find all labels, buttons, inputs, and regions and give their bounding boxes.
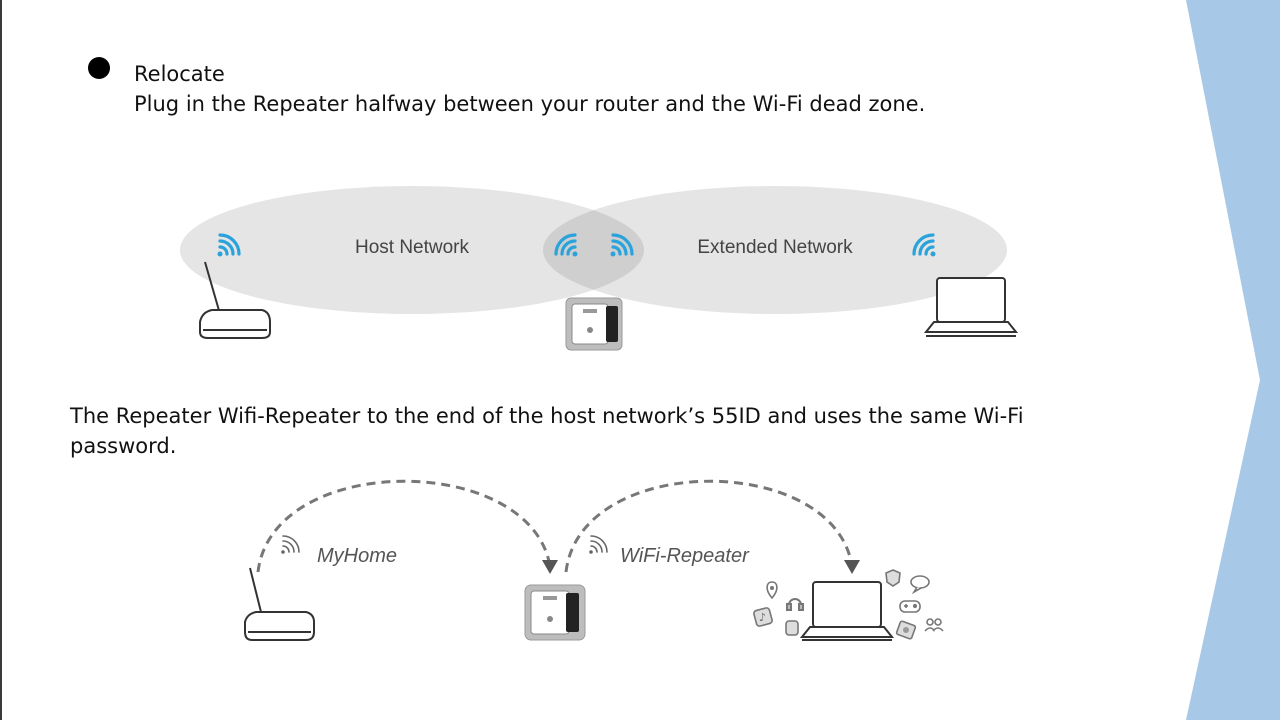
repeater-icon: [524, 584, 586, 641]
caption-line-2: password.: [70, 434, 177, 458]
arrow-head-icon: [844, 560, 860, 574]
chat-icon: [910, 575, 930, 595]
caption-line-1: The Repeater Wifi-Repeater to the end of…: [70, 404, 1024, 428]
bullet-instruction: Plug in the Repeater halfway between you…: [134, 92, 926, 116]
host-network-zone: [180, 186, 644, 314]
laptop-icon: [923, 277, 1019, 337]
people-icon: [924, 618, 944, 632]
bullet-heading: Relocate: [134, 62, 225, 86]
extended-network-zone: [543, 186, 1007, 314]
wifi-signal-icon: [589, 535, 608, 554]
wifi-signal-icon: [912, 233, 936, 257]
wifi-signal-icon: [610, 233, 634, 257]
gamepad-icon: [899, 600, 921, 613]
svg-text:♪: ♪: [759, 611, 766, 624]
wifi-signal-icon: [281, 535, 300, 554]
location-pin-icon: [766, 581, 778, 600]
extended-network-label: Extended Network: [697, 237, 853, 258]
phone-icon: [785, 620, 799, 636]
dashed-arc-repeater-to-laptop: [564, 479, 854, 573]
shield-icon: [885, 569, 901, 587]
laptop-icon: [799, 581, 895, 641]
headphones-icon: [786, 598, 804, 611]
photo-icon: [895, 620, 917, 640]
dashed-arc-router-to-repeater: [256, 479, 552, 573]
router-icon: [244, 567, 315, 641]
repeater-icon: [565, 297, 623, 351]
host-network-label: Host Network: [355, 237, 470, 258]
router-icon: [199, 261, 271, 339]
bullet-icon: [88, 57, 110, 79]
wifi-repeater-ssid-label: WiFi-Repeater: [620, 545, 750, 567]
arrow-head-icon: [542, 560, 558, 574]
wifi-signal-icon: [554, 233, 578, 257]
wifi-signal-icon: [217, 233, 241, 257]
music-note-icon: ♪: [753, 607, 773, 627]
myhome-ssid-label: MyHome: [317, 545, 397, 567]
left-edge-line: [0, 0, 2, 720]
